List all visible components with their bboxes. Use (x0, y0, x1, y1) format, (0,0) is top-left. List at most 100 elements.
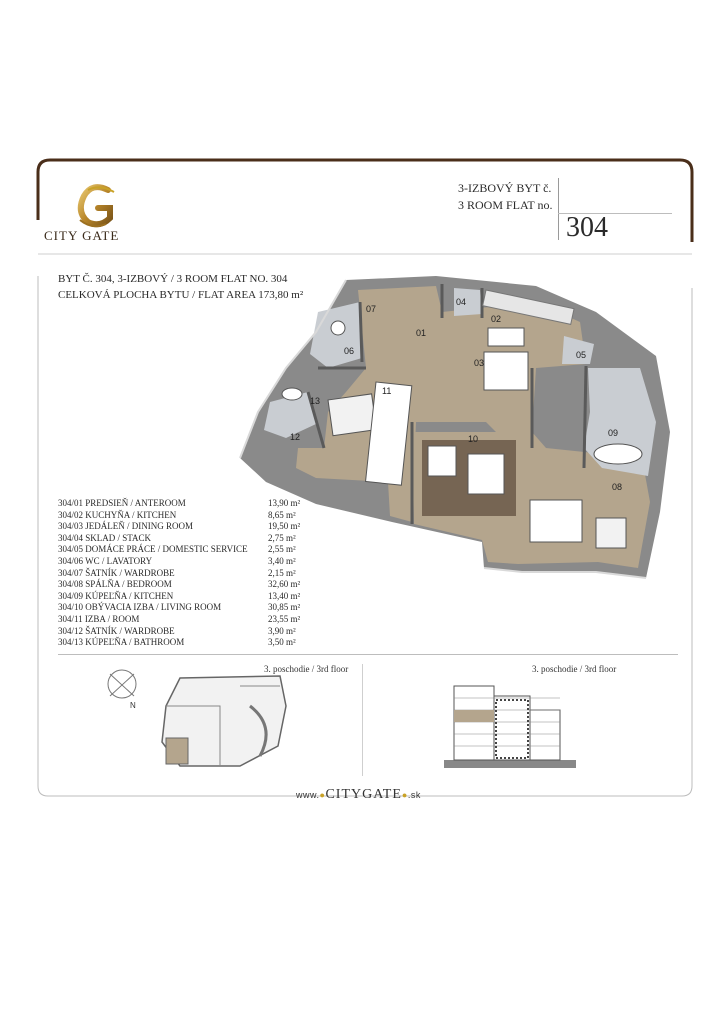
site-plan: N (107, 669, 287, 767)
room-row: 304/06 WC / LAVATORY 3,40 m² (58, 556, 326, 568)
plan-label-03: 03 (474, 358, 484, 368)
room-row: 304/11 IZBA / ROOM 23,55 m² (58, 614, 326, 626)
room-name: PREDSIEŇ / ANTEROOM (85, 498, 186, 508)
footer-suffix: .sk (407, 790, 421, 800)
plan-label-12: 12 (290, 432, 300, 442)
room-row: 304/12 ŠATNÍK / WARDROBE 3,90 m² (58, 626, 326, 638)
stack-04-tiles (454, 288, 482, 316)
room-code-name: 304/11 IZBA / ROOM (58, 614, 139, 626)
room-code-name: 304/08 SPÁLŇA / BEDROOM (58, 579, 172, 591)
room-area: 8,65 m² (268, 509, 296, 520)
room-code: 304/01 (58, 498, 84, 508)
sheet-frame (36, 158, 694, 798)
room-code-name: 304/07 ŠATNÍK / WARDROBE (58, 568, 175, 580)
brand-name: CITY GATE (44, 228, 120, 243)
room-code-name: 304/13 KÚPEĽŇA / BATHROOM (58, 637, 184, 649)
room-code-name: 304/06 WC / LAVATORY (58, 556, 152, 568)
room-code-name: 304/04 SKLAD / STACK (58, 533, 151, 545)
header-divider (558, 178, 559, 240)
room-area: 23,55 m² (268, 613, 301, 624)
room-area: 3,90 m² (268, 625, 296, 636)
room-row: 304/05 DOMÁCE PRÁCE / DOMESTIC SERVICE 2,… (58, 544, 326, 556)
room-area: 13,90 m² (268, 498, 301, 508)
room-name: WC / LAVATORY (85, 555, 153, 566)
room-name: OBÝVACIA IZBA / LIVING ROOM (85, 602, 222, 613)
room-name: JEDÁLEŇ / DINING ROOM (85, 521, 194, 532)
plan-label-05: 05 (576, 350, 586, 360)
plan-label-11: 11 (382, 386, 391, 396)
room-code: 304/02 (58, 509, 84, 520)
bottom-rule (58, 654, 678, 655)
room-name: KÚPEĽŇA / KITCHEN (85, 590, 174, 601)
room-code: 304/05 (58, 544, 84, 555)
room-code-name: 304/12 ŠATNÍK / WARDROBE (58, 626, 175, 638)
room-code-name: 304/01 PREDSIEŇ / ANTEROOM (58, 498, 186, 510)
room-row: 304/08 SPÁLŇA / BEDROOM 32,60 m² (58, 579, 326, 591)
flat-type-en: 3 ROOM FLAT no. (458, 198, 553, 212)
plan-label-09: 09 (608, 428, 618, 438)
room-name: IZBA / ROOM (84, 613, 140, 624)
footer-dot-icon: ● (319, 790, 326, 800)
room-name: ŠATNÍK / WARDROBE (85, 567, 175, 578)
room-code-name: 304/10 OBÝVACIA IZBA / LIVING ROOM (58, 602, 221, 614)
floor-plan: 01 02 03 04 05 06 07 08 09 10 11 12 13 (239, 276, 670, 579)
room-row: 304/07 ŠATNÍK / WARDROBE 2,15 m² (58, 568, 326, 580)
room-code: 304/10 (58, 602, 84, 613)
room-name: SPÁLŇA / BEDROOM (85, 579, 172, 590)
room-code: 304/13 (58, 637, 84, 648)
room-code: 304/07 (58, 567, 84, 578)
room-row: 304/01 PREDSIEŇ / ANTEROOM 13,90 m² (58, 498, 326, 510)
room-area: 32,60 m² (268, 579, 301, 590)
section-label: 3. poschodie / 3rd floor (532, 664, 617, 674)
plan-label-06: 06 (344, 346, 354, 356)
room-code: 304/03 (58, 521, 84, 532)
room-area: 3,40 m² (268, 555, 296, 566)
room-row: 304/10 OBÝVACIA IZBA / LIVING ROOM 30,85 … (58, 602, 326, 614)
room-code: 304/11 (58, 613, 83, 624)
plan-label-02: 02 (491, 314, 501, 324)
footer-name: CITYGATE (325, 787, 402, 802)
room-code: 304/08 (58, 579, 84, 590)
room-code-name: 304/02 KUCHYŇA / KITCHEN (58, 510, 176, 522)
footer-website: www.●CITYGATE●.sk (296, 787, 421, 803)
room-area: 30,85 m² (268, 602, 301, 613)
compass-icon (107, 669, 137, 699)
room-area: 2,15 m² (268, 567, 296, 578)
plan-label-07: 07 (366, 304, 376, 314)
room-code: 304/04 (58, 532, 84, 543)
flat-type-sk: 3-IZBOVÝ BYT č. (458, 181, 552, 195)
room-row: 304/09 KÚPEĽŇA / KITCHEN 13,40 m² (58, 591, 326, 603)
compass-letter: N (130, 701, 136, 710)
bottom-divider (362, 664, 363, 776)
room-code-name: 304/03 JEDÁLEŇ / DINING ROOM (58, 521, 193, 533)
footer-prefix: www. (296, 790, 320, 800)
room-area: 2,55 m² (268, 544, 296, 555)
room-code: 304/06 (58, 555, 84, 566)
plan-label-10: 10 (468, 434, 478, 444)
floor-plan-label: 3. poschodie / 3rd floor (264, 664, 349, 674)
section-drawing (444, 685, 576, 768)
room-list: 304/01 PREDSIEŇ / ANTEROOM 13,90 m² 304/02… (58, 498, 326, 649)
room-code: 304/09 (58, 590, 84, 601)
flat-location-highlight (165, 737, 189, 765)
room-code-name: 304/09 KÚPEĽŇA / KITCHEN (58, 591, 173, 603)
room-name: ŠATNÍK / WARDROBE (85, 625, 175, 636)
plan-label-08: 08 (612, 482, 622, 492)
room-area: 13,40 m² (268, 590, 301, 601)
plan-label-01: 01 (416, 328, 426, 338)
room-name: DOMÁCE PRÁCE / DOMESTIC SERVICE (85, 544, 248, 555)
plan-label-13: 13 (310, 396, 320, 406)
plan-label-04: 04 (456, 297, 466, 307)
bathroom-13-tiles (264, 392, 316, 438)
header-rule (558, 213, 672, 214)
section-flat-highlight (454, 710, 494, 722)
room-name: KUCHYŇA / KITCHEN (85, 509, 177, 520)
room-code: 304/12 (58, 625, 84, 636)
flat-number: 304 (566, 212, 608, 243)
city-gate-logo-icon (77, 184, 115, 228)
room-name: KÚPEĽŇA / BATHROOM (85, 637, 185, 648)
flat-info-line1: BYT Č. 304, 3-IZBOVÝ / 3 ROOM FLAT NO. 3… (58, 273, 288, 285)
